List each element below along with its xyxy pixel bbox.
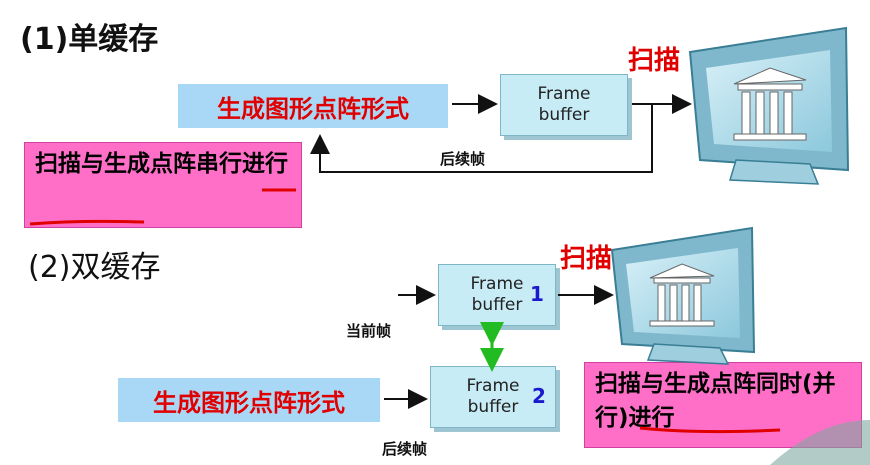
buffer2-line1: Frame [466, 376, 520, 396]
section2-frame-buffer-1: Frame buffer [438, 264, 556, 326]
monitor-icon [610, 226, 756, 365]
underline-parallel [639, 426, 781, 434]
building-icon [733, 67, 807, 141]
section1-scan-label: 扫描 [628, 46, 681, 76]
feedback-loop-arrow [310, 104, 653, 173]
section2-frame-buffer-2: Frame buffer [430, 366, 556, 428]
section1-next-frame-label: 后续帧 [440, 150, 486, 168]
section2-generate-box: 生成图形点阵形式 [118, 378, 380, 422]
buffer2-line2: buffer [467, 397, 519, 417]
section2-current-frame-label: 当前帧 [346, 322, 392, 340]
section1-generate-box: 生成图形点阵形式 [178, 84, 448, 128]
section1-frame-buffer: Frame buffer [500, 74, 628, 136]
buffer1-number: 1 [530, 282, 544, 306]
buffer2-number: 2 [532, 384, 546, 408]
frame-buffer-line1: Frame [537, 84, 591, 104]
decorative-corner [770, 420, 870, 465]
building-icon [649, 263, 715, 327]
frame-buffer-line2: buffer [538, 105, 590, 125]
section2-next-frame-label: 后续帧 [382, 440, 428, 458]
section2-heading: (2)双缓存 [28, 250, 161, 285]
section1-heading: (1)单缓存 [20, 22, 159, 57]
buffer1-line2: buffer [471, 295, 523, 315]
underline-serial-2 [29, 219, 145, 226]
buffer1-line1: Frame [470, 274, 524, 294]
monitor-icon [688, 26, 850, 185]
section1-note: 扫描与生成点阵串行进行 [24, 142, 302, 228]
section2-scan-label: 扫描 [560, 244, 613, 274]
